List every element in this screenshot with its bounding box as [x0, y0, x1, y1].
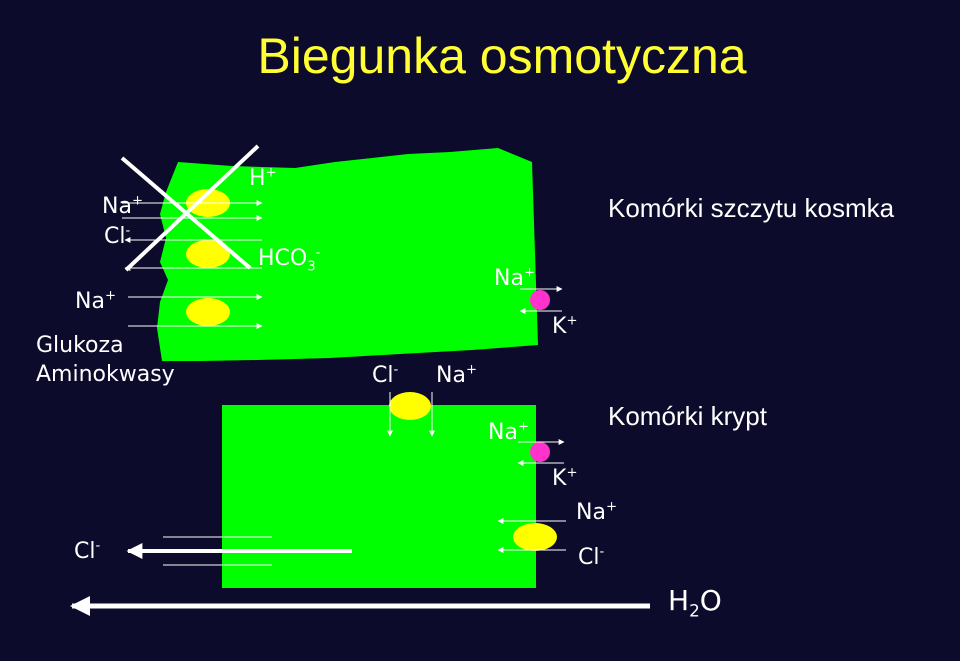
label-na-between: Na+ — [436, 362, 478, 388]
label-cl-crypt-cotrans: Cl- — [578, 544, 605, 570]
legend-villus-tip-cells: Komórki szczytu kosmka — [608, 193, 895, 223]
villus-na-k-pump — [530, 290, 550, 310]
legend-crypt-cells: Komórki krypt — [608, 401, 767, 431]
label-cl-top: Cl- — [104, 223, 131, 249]
label-aminokwasy: Aminokwasy — [36, 362, 175, 387]
cross-line-2 — [124, 144, 260, 272]
apical-transporter-na-h — [186, 240, 230, 268]
crypt-cell — [222, 405, 536, 588]
crypt-cotransporter — [513, 523, 557, 551]
label-na-crypt-pump: Na+ — [488, 419, 530, 445]
label-cl-lumen: Cl- — [74, 538, 101, 564]
label-na-top: Na+ — [102, 193, 144, 219]
label-k-villus: K+ — [552, 313, 578, 339]
label-na-crypt-cotrans: Na+ — [576, 499, 618, 525]
label-cl-between: Cl- — [372, 362, 399, 388]
label-k-crypt: K+ — [552, 465, 578, 491]
label-glukoza: Glukoza — [36, 333, 124, 358]
villus-tip-cell — [157, 148, 538, 361]
label-hco3: HCO3- — [258, 245, 321, 275]
crypt-na-k-pump — [530, 442, 550, 462]
apical-transporter-glucose — [186, 298, 230, 326]
label-na-villus-basal: Na+ — [494, 265, 536, 291]
label-water: H2O — [668, 584, 722, 621]
label-h-plus: H+ — [249, 165, 277, 191]
intercellular-transporter — [389, 392, 431, 420]
page-title: Biegunka osmotyczna — [257, 28, 747, 84]
label-na-mid: Na+ — [75, 288, 117, 314]
